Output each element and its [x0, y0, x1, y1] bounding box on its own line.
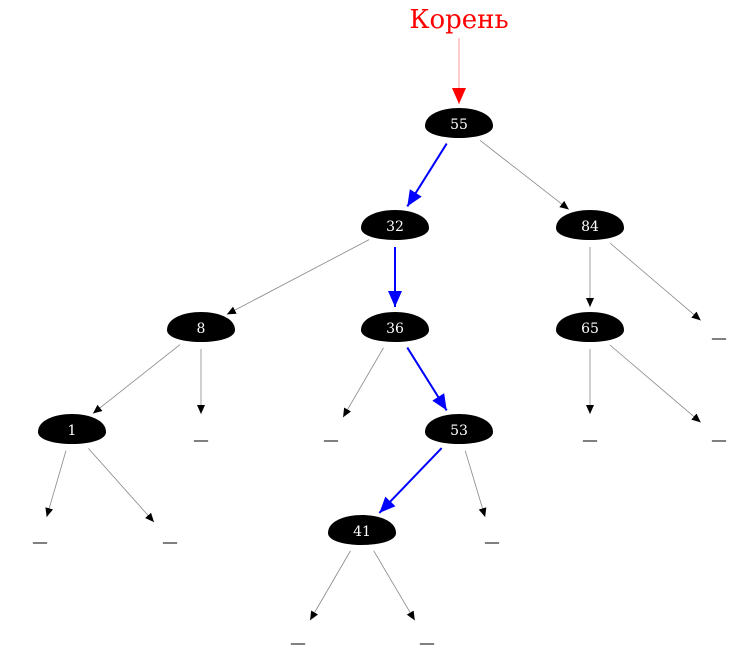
null-leaf-null-1-right: __ [162, 528, 178, 544]
edge-n53-to-null-53-right [464, 450, 487, 518]
node-value: 53 [450, 423, 468, 439]
node-shape [328, 515, 396, 545]
node-shape [556, 312, 624, 342]
node-shape [38, 414, 106, 444]
edge-n1-to-null-1-left [45, 450, 67, 518]
node-value: 1 [68, 423, 77, 439]
node-shape [361, 312, 429, 342]
null-leaves: __ __ __ __ __ __ __ __ __ __ [32, 324, 727, 645]
edge-n1-to-null-1-right [88, 448, 155, 523]
null-leaf-null-8-right: __ [193, 426, 209, 442]
edge-n8-to-n1 [92, 344, 181, 414]
tree-node-55: 55 [425, 108, 493, 138]
null-leaf-null-1-left: __ [32, 528, 48, 544]
edge-n41-to-null-41-left [309, 550, 351, 621]
node-shape [556, 210, 624, 240]
node-value: 55 [450, 117, 468, 133]
edge-n53-to-n41-highlighted [378, 447, 443, 514]
node-value: 36 [386, 321, 404, 337]
root-label: Корень [409, 5, 508, 35]
edge-n55-to-n84 [479, 140, 570, 210]
node-value: 8 [197, 321, 206, 337]
tree-node-32: 32 [361, 210, 429, 240]
tree-node-84: 84 [556, 210, 624, 240]
edge-n36-to-null-36-left [342, 347, 384, 418]
edge-n55-to-n32-highlighted [406, 143, 448, 207]
node-shape [361, 210, 429, 240]
node-value: 41 [353, 524, 371, 540]
null-leaf-null-41-left: __ [290, 629, 306, 645]
null-leaf-null-65-right: __ [711, 426, 727, 442]
null-leaf-null-36-left: __ [323, 426, 339, 442]
tree-nodes: 55 32 84 8 36 65 1 53 41 [38, 108, 624, 545]
node-value: 84 [581, 219, 599, 235]
edge-n41-to-null-41-right [373, 550, 416, 621]
null-leaf-null-41-right: __ [419, 629, 435, 645]
tree-node-36: 36 [361, 312, 429, 342]
node-shape [167, 312, 235, 342]
tree-node-65: 65 [556, 312, 624, 342]
null-leaf-null-84-right: __ [711, 324, 727, 340]
node-value: 65 [581, 321, 599, 337]
edges [45, 140, 701, 621]
edge-n32-to-n8 [226, 239, 370, 315]
edge-n84-to-null-84-right [609, 242, 701, 321]
null-leaf-null-53-right: __ [484, 528, 500, 544]
tree-node-53: 53 [425, 414, 493, 444]
node-shape [425, 414, 493, 444]
node-value: 32 [386, 219, 404, 235]
edge-n36-to-n53-highlighted [406, 347, 448, 411]
null-leaf-null-65-left: __ [582, 426, 598, 442]
tree-node-1: 1 [38, 414, 106, 444]
tree-node-41: 41 [328, 515, 396, 545]
tree-node-8: 8 [167, 312, 235, 342]
edge-n65-to-null-65-right [609, 344, 701, 423]
node-shape [425, 108, 493, 138]
